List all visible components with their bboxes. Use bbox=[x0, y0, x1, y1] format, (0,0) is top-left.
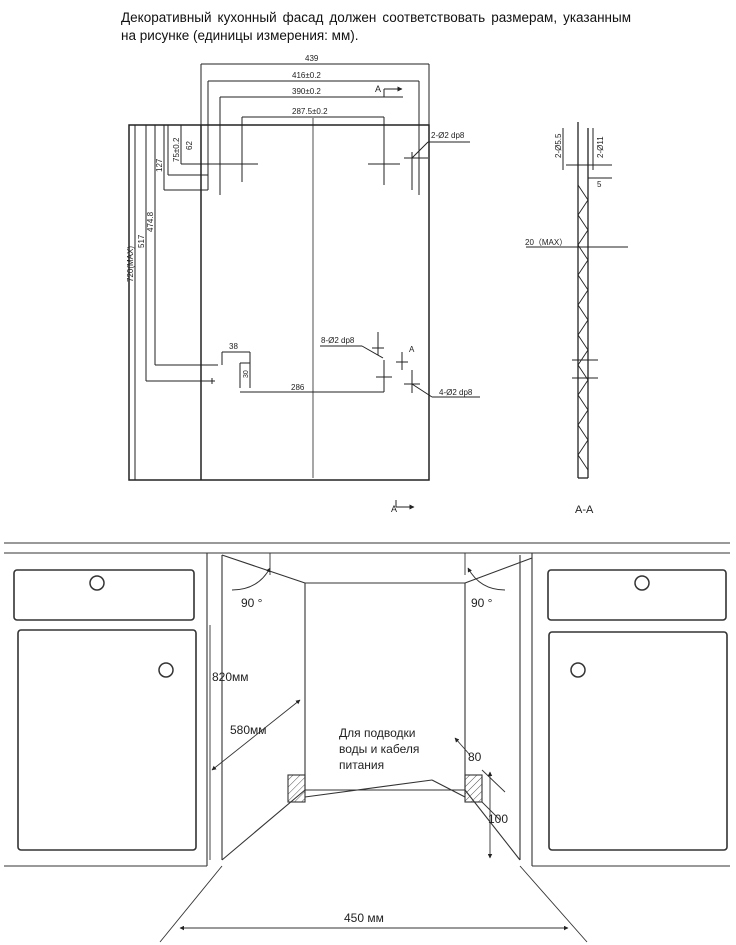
left-drawer-knob bbox=[89, 575, 105, 591]
section-mark-top: A bbox=[375, 84, 381, 94]
width-450: 450 мм bbox=[344, 911, 384, 925]
dim-439: 439 bbox=[305, 54, 319, 63]
front-view-labels: 439 416±0.2 390±0.2 287.5±0.2 A 2-Ø2 dp8… bbox=[126, 54, 473, 514]
dim-127: 127 bbox=[155, 158, 164, 172]
dim-286: 286 bbox=[291, 383, 305, 392]
dim-416: 416±0.2 bbox=[292, 71, 321, 80]
depth-580: 580мм bbox=[230, 723, 267, 737]
intro-text: Декоративный кухонный фасад должен соотв… bbox=[121, 10, 631, 43]
right-drawer bbox=[547, 569, 727, 621]
dim-474: 474.8 bbox=[146, 211, 155, 232]
note-line-3: питания bbox=[339, 758, 384, 772]
angle-left: 90 ° bbox=[241, 596, 263, 610]
hole-label-top: 2-Ø2 dp8 bbox=[431, 131, 465, 140]
dim-80: 80 bbox=[468, 750, 482, 764]
dim-section-55: 2-Ø5.5 bbox=[554, 133, 563, 158]
dim-287: 287.5±0.2 bbox=[292, 107, 328, 116]
left-drawer bbox=[13, 569, 195, 621]
left-door-knob bbox=[158, 662, 174, 678]
section-mark-bottom: A bbox=[391, 504, 397, 514]
note-line-1: Для подводки bbox=[339, 726, 415, 740]
height-820: 820мм bbox=[212, 670, 249, 684]
left-door bbox=[17, 629, 197, 851]
right-drawer-knob bbox=[634, 575, 650, 591]
dim-720: 720(MAX) bbox=[126, 246, 135, 282]
hole-label-mid: 8-Ø2 dp8 bbox=[321, 336, 355, 345]
cabinet-drawing bbox=[4, 542, 730, 943]
hole-label-low: 4-Ø2 dp8 bbox=[439, 388, 473, 397]
section-label: A-A bbox=[575, 504, 594, 516]
front-view bbox=[128, 63, 480, 510]
dim-section-11: 2-Ø11 bbox=[596, 136, 605, 158]
right-door bbox=[548, 631, 728, 851]
dim-62: 62 bbox=[185, 141, 194, 150]
right-door-knob bbox=[570, 662, 586, 678]
dim-390: 390±0.2 bbox=[292, 87, 321, 96]
section-mark-mid: A bbox=[409, 345, 415, 354]
dim-section-5: 5 bbox=[597, 180, 602, 189]
front-panel-outline bbox=[128, 124, 430, 481]
dim-30: 30 bbox=[243, 370, 250, 378]
section-hatch bbox=[577, 184, 589, 471]
cabinet-labels: 90 ° 90 ° 820мм 580мм Для подводки воды … bbox=[212, 596, 508, 925]
section-view bbox=[526, 122, 628, 479]
note-line-2: воды и кабеля bbox=[339, 742, 419, 756]
dim-100: 100 bbox=[488, 812, 508, 826]
dim-38: 38 bbox=[229, 342, 238, 351]
dim-75: 75±0.2 bbox=[172, 137, 181, 162]
section-view-labels: 2-Ø5.5 2-Ø11 5 20（MAX） A-A bbox=[525, 133, 605, 516]
dim-section-20: 20（MAX） bbox=[525, 238, 567, 247]
angle-right: 90 ° bbox=[471, 596, 493, 610]
dim-517: 517 bbox=[137, 234, 146, 248]
